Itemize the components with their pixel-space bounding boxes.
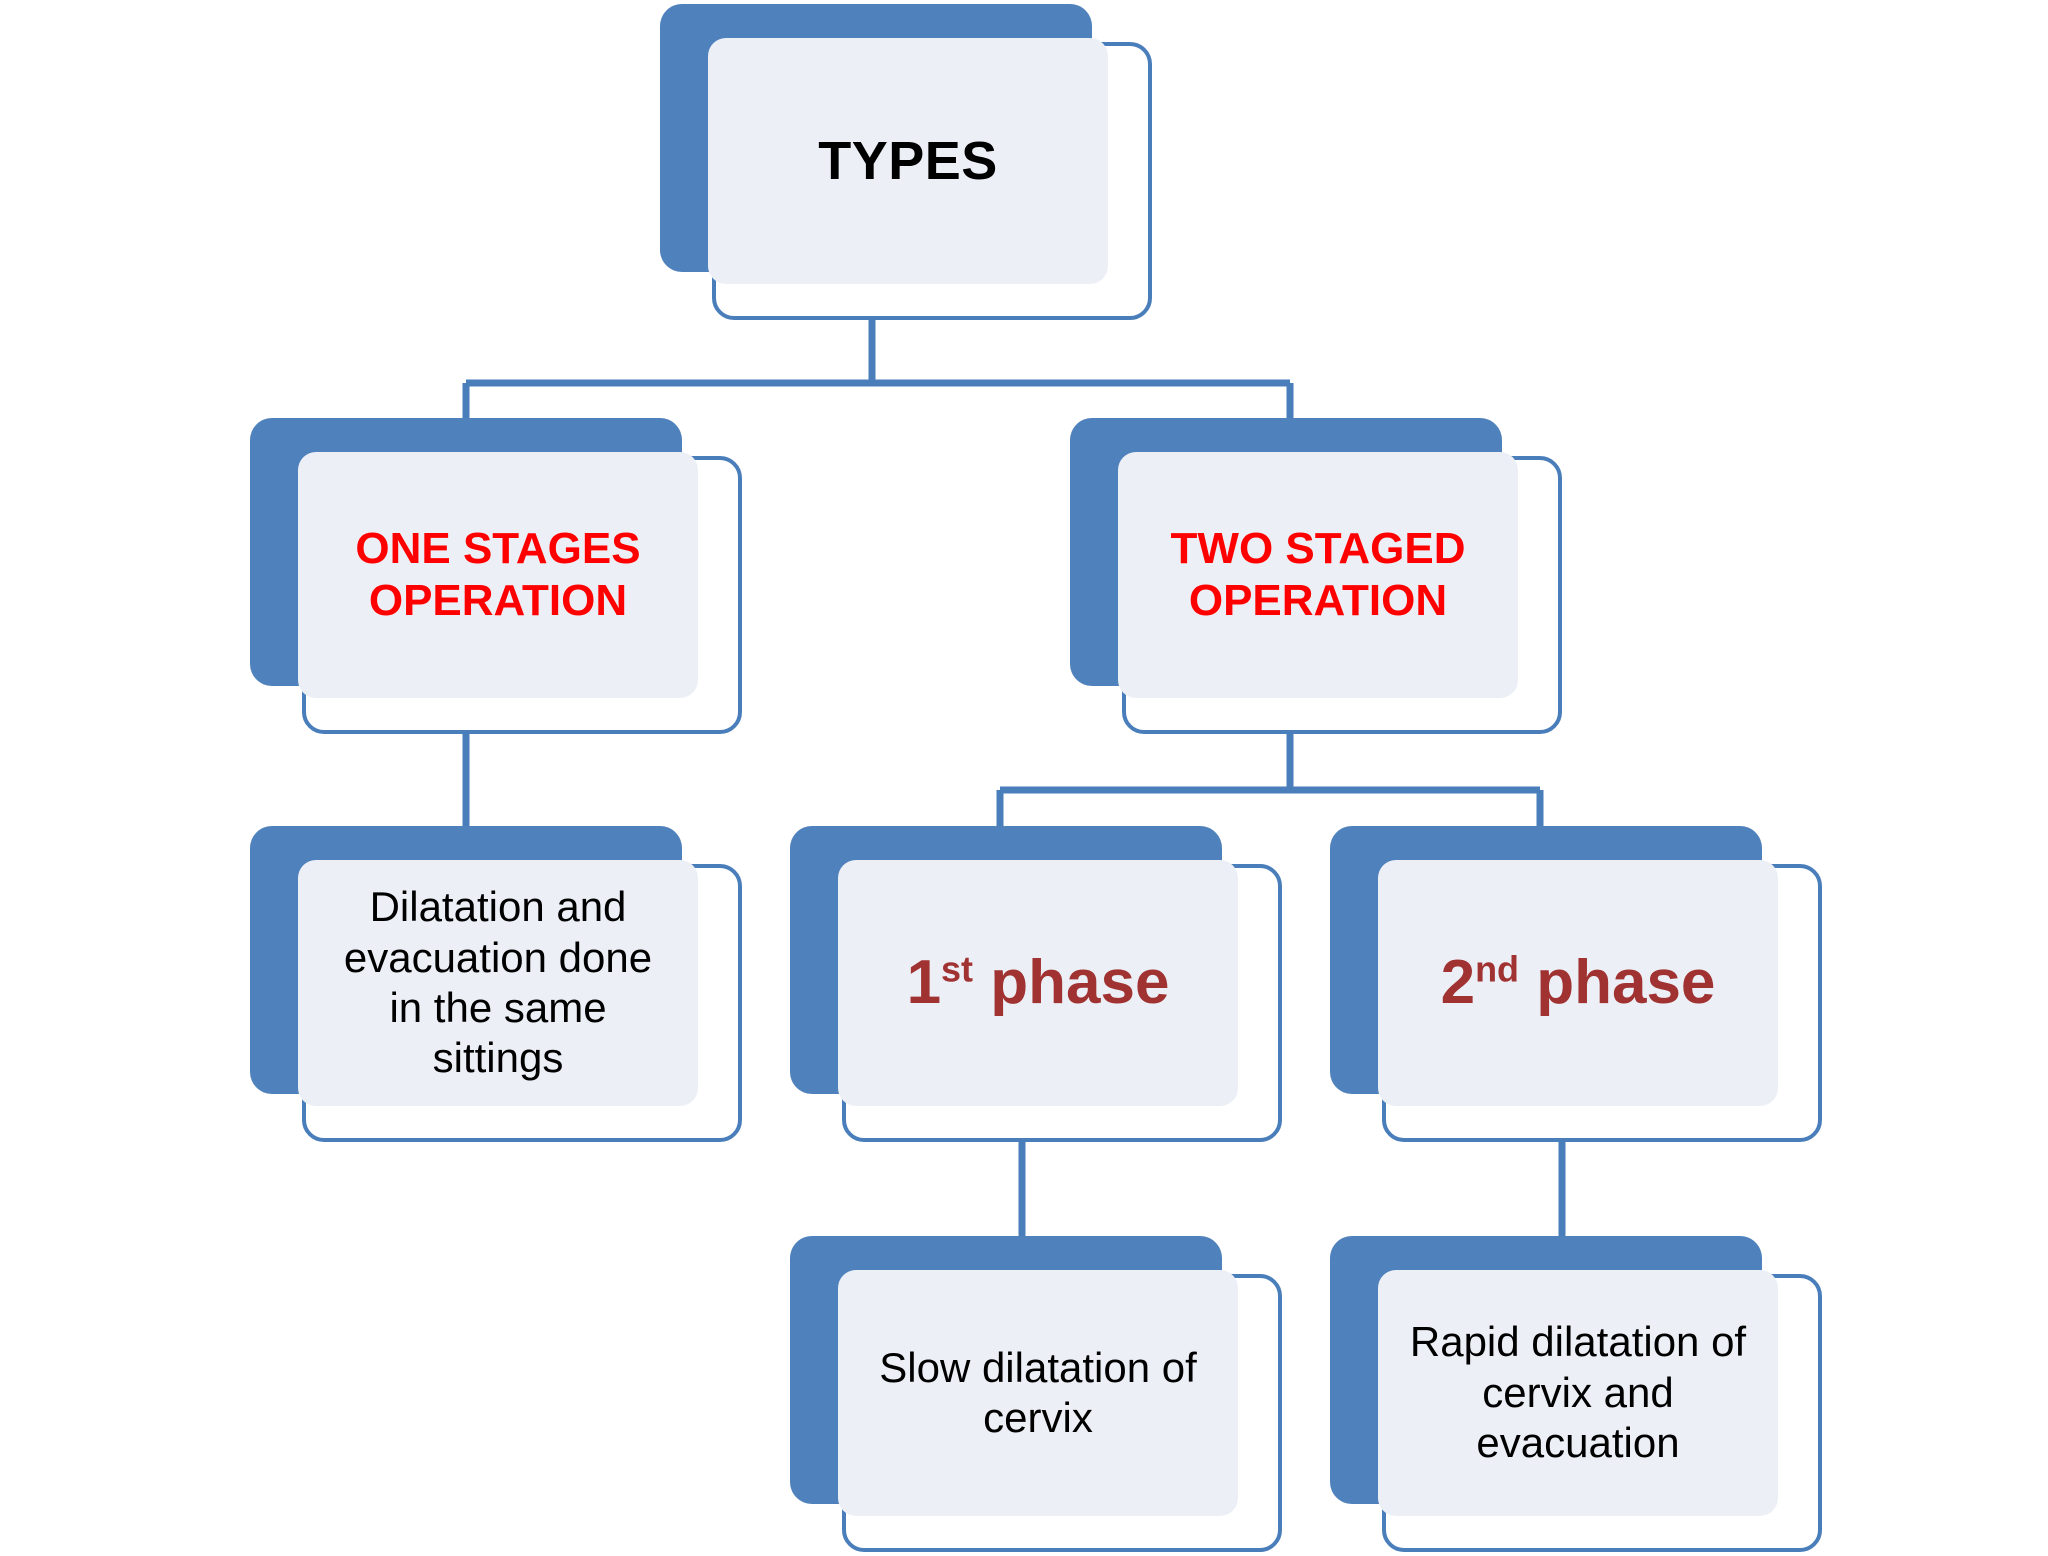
- node-dilatation-evacuation-same-sittings[interactable]: Dilatation and evacuation done in the sa…: [250, 826, 750, 1146]
- dilatation-evacuation-same-sittings-label: Dilatation and evacuation done in the sa…: [343, 883, 653, 1082]
- slow-dilatation-of-cervix-panel: Slow dilatation of cervix: [838, 1270, 1238, 1516]
- second-phase-word: phase: [1519, 948, 1716, 1018]
- slow-dilatation-of-cervix-label: Slow dilatation of cervix: [879, 1343, 1197, 1441]
- node-first-phase[interactable]: 1st phase: [790, 826, 1290, 1146]
- two-staged-operation-label: TWO STAGED OPERATION: [1170, 524, 1466, 625]
- one-stages-operation-label: ONE STAGES OPERATION: [355, 524, 641, 625]
- dilatation-evacuation-same-sittings-panel: Dilatation and evacuation done in the sa…: [298, 860, 698, 1106]
- second-phase-ordinal-suffix: nd: [1475, 948, 1519, 990]
- types-label: TYPES: [818, 130, 998, 191]
- first-phase-panel: 1st phase: [838, 860, 1238, 1106]
- node-one-stages-operation[interactable]: ONE STAGES OPERATION: [250, 418, 750, 738]
- node-slow-dilatation-of-cervix[interactable]: Slow dilatation of cervix: [790, 1236, 1290, 1556]
- node-second-phase[interactable]: 2nd phase: [1330, 826, 1830, 1146]
- second-phase-panel: 2nd phase: [1378, 860, 1778, 1106]
- first-phase-number: 1: [906, 948, 942, 1018]
- node-rapid-dilatation-cervix-evacuation[interactable]: Rapid dilatation of cervix and evacuatio…: [1330, 1236, 1830, 1556]
- first-phase-ordinal-suffix: st: [941, 948, 974, 990]
- node-two-staged-operation[interactable]: TWO STAGED OPERATION: [1070, 418, 1570, 738]
- rapid-dilatation-cervix-evacuation-label: Rapid dilatation of cervix and evacuatio…: [1409, 1318, 1747, 1467]
- second-phase-label: 2nd phase: [1378, 947, 1778, 1019]
- first-phase-word: phase: [973, 948, 1170, 1018]
- first-phase-label: 1st phase: [838, 947, 1238, 1019]
- types-panel: TYPES: [708, 38, 1108, 284]
- two-staged-operation-panel: TWO STAGED OPERATION: [1118, 452, 1518, 698]
- one-stages-operation-panel: ONE STAGES OPERATION: [298, 452, 698, 698]
- node-types[interactable]: TYPES: [660, 4, 1160, 324]
- second-phase-number: 2: [1440, 948, 1476, 1018]
- rapid-dilatation-cervix-evacuation-panel: Rapid dilatation of cervix and evacuatio…: [1378, 1270, 1778, 1516]
